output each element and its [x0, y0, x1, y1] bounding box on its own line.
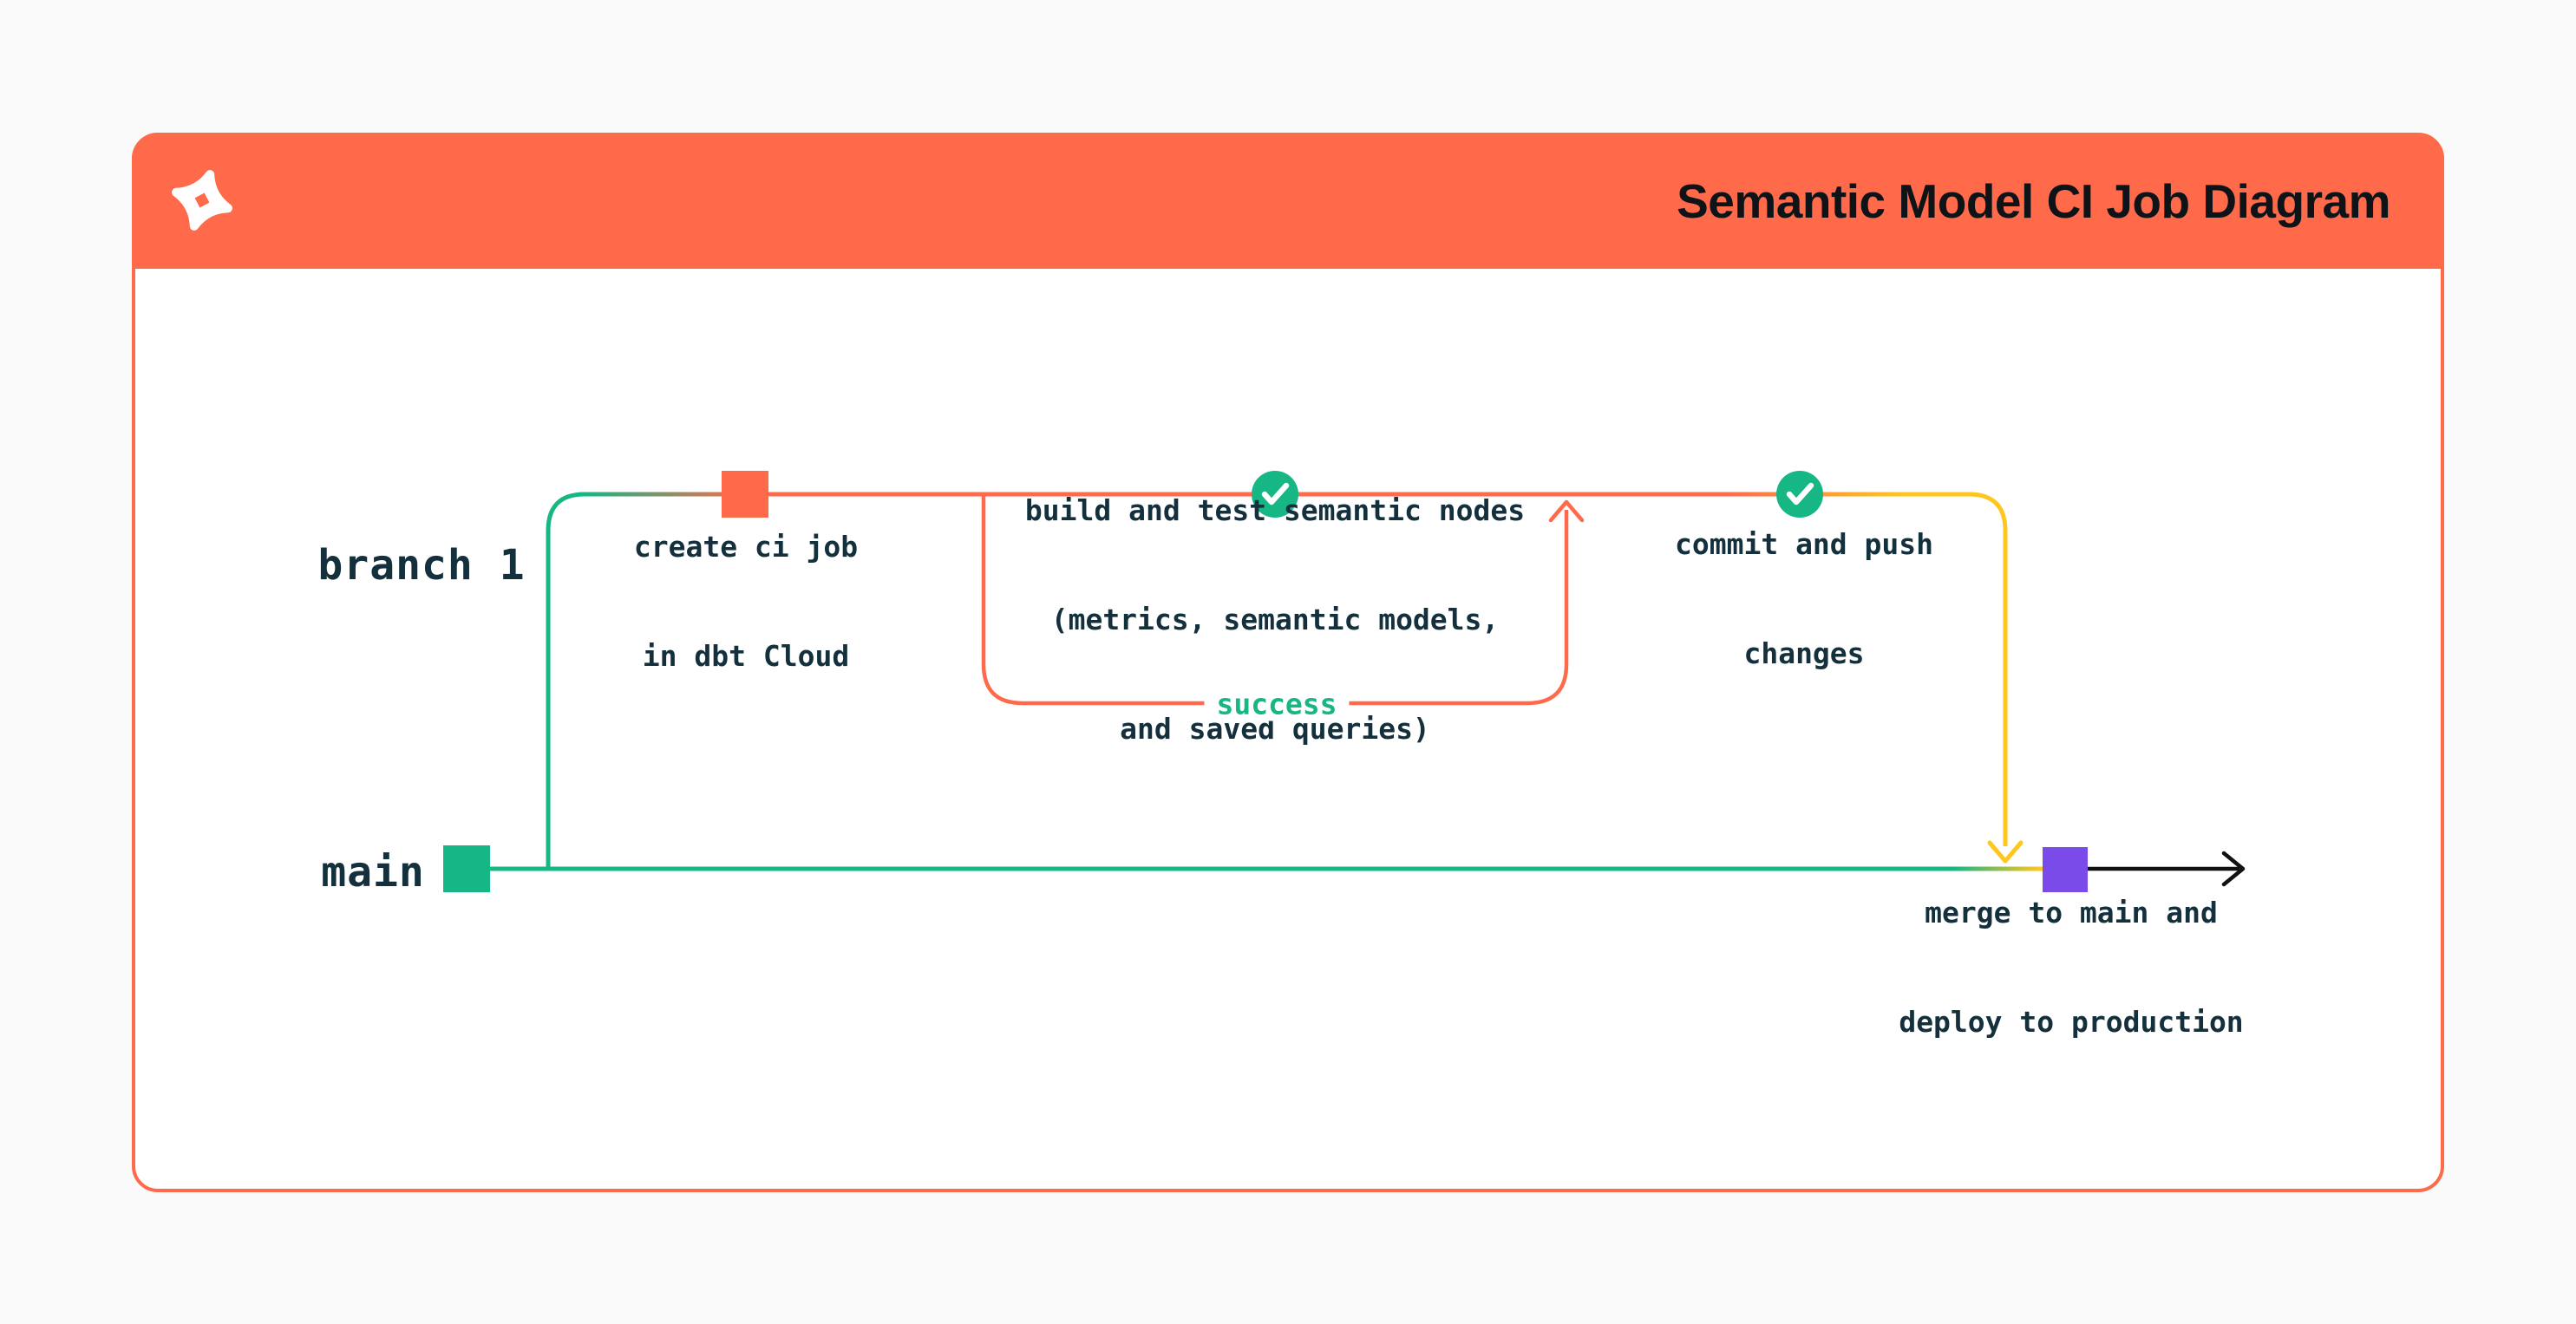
node-label-commit-push: commit and push changes [1675, 453, 1933, 708]
node-label-line: create ci job [633, 530, 859, 564]
node-label-line: (metrics, semantic models, [1050, 603, 1500, 636]
node-label-line: merge to main and [1925, 896, 2218, 929]
branch-line-green [546, 492, 585, 869]
merge-commit-node [2043, 847, 2088, 892]
arrow-down-icon [1987, 840, 2024, 864]
node-label-line: in dbt Cloud [642, 639, 850, 673]
dbt-logo-icon [168, 166, 236, 234]
page-title: Semantic Model CI Job Diagram [1677, 173, 2390, 228]
main-start-commit-node [443, 845, 490, 892]
branch-line-yellow [1901, 492, 2008, 846]
node-label-merge-deploy: merge to main and deploy to production [1899, 822, 2243, 1077]
check-icon-build [1252, 471, 1298, 518]
check-icon-commit [1776, 471, 1823, 518]
success-label: success [1204, 687, 1350, 721]
node-label-line: build and test semantic nodes [1024, 493, 1526, 527]
lane-label-main: main [321, 848, 425, 897]
arrow-right-icon [2221, 851, 2246, 887]
node-label-line: commit and push [1674, 527, 1934, 561]
diagram-card: Semantic Model CI Job Diagram [132, 133, 2444, 1192]
arrow-up-icon [1548, 499, 1585, 523]
create-ci-commit-node [722, 471, 768, 518]
success-loop-right [1342, 510, 1569, 706]
lane-label-branch-1: branch 1 [317, 541, 526, 590]
node-label-create-ci: create ci job in dbt Cloud [634, 456, 858, 711]
card-header: Semantic Model CI Job Diagram [132, 133, 2444, 269]
success-loop-left [981, 496, 1213, 706]
node-label-build-test: build and test semantic nodes (metrics, … [1025, 420, 1525, 784]
node-label-line: changes [1743, 636, 1865, 670]
node-label-line: deploy to production [1899, 1005, 2244, 1039]
